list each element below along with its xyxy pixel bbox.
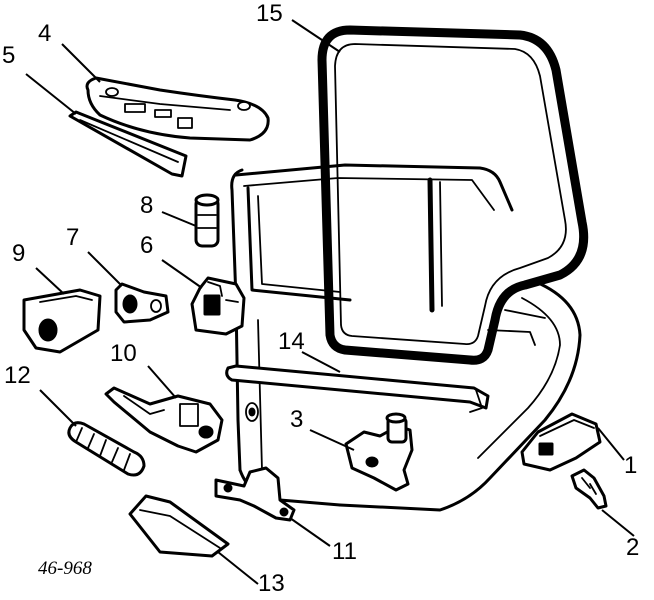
leader-8 [161,211,197,227]
callout-14: 14 [278,328,305,355]
leader-lines [25,19,635,585]
leader-6 [161,259,203,289]
callout-8: 8 [140,192,154,219]
part-15-window-seal [317,25,589,365]
leader-9 [35,267,65,295]
leader-1 [597,427,625,461]
callout-2: 2 [626,534,640,561]
part-3-regulator-motor [344,412,414,492]
part-1-striker-block [520,412,602,472]
part-10-regulator-arm [104,386,224,454]
leader-15 [291,19,341,53]
leader-11 [289,517,331,547]
leader-12 [39,389,77,427]
callout-4: 4 [38,20,52,47]
reference-code: 46-968 [38,558,92,579]
leader-2 [601,509,635,537]
leader-5 [25,73,77,115]
callout-15: 15 [256,0,283,27]
door-shell [230,163,582,512]
callout-6: 6 [140,232,154,259]
callout-7: 7 [66,224,80,251]
leader-4 [61,43,101,83]
part-4-handle-trim [85,76,270,142]
leader-13 [217,551,259,585]
callout-5: 5 [2,42,16,69]
part-9-housing [22,288,102,354]
callout-10: 10 [110,340,137,367]
leader-14 [301,351,341,373]
part-12-coil-spring [67,421,146,477]
leader-7 [87,251,123,287]
leader-10 [147,365,177,399]
part-8-pin [194,193,220,248]
callout-11: 11 [332,538,357,565]
part-14-channel-bar [225,364,490,413]
callout-3: 3 [290,406,304,433]
part-11-strap-bracket [214,466,296,522]
callout-9: 9 [12,240,26,267]
part-13-wedge-pad [128,494,230,558]
part-7-clip [114,282,170,324]
part-2-bolt [570,468,608,510]
callout-13: 13 [258,570,285,597]
leader-3 [309,429,355,451]
part-6-lock-bracket [190,276,246,336]
callout-1: 1 [624,452,638,479]
callout-12: 12 [4,362,31,389]
